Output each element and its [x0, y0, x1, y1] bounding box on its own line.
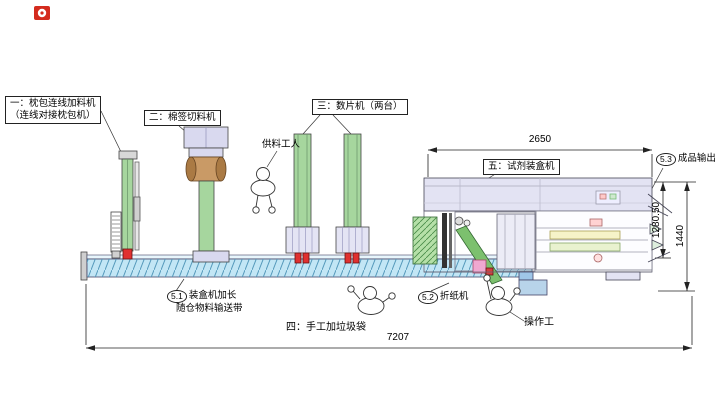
label-swab-cutter: 二：棉签切料机	[144, 110, 221, 126]
label-extension-conveyor: 5.1 装盒机加长 随仓物料输送带	[167, 290, 243, 315]
dimension-text-7207: 7207	[386, 332, 410, 343]
dimension-2650	[427, 147, 653, 177]
label-manual-bagging: 四：手工加垃圾袋	[286, 322, 366, 333]
sheet-counter-2	[335, 133, 370, 264]
sheet-counter-1	[285, 133, 320, 264]
label-extension-row1: 5.1 装盒机加长	[167, 290, 243, 303]
dimension-7207	[85, 284, 693, 351]
label-folder-number: 5.2	[418, 291, 438, 304]
dimension-1280	[654, 181, 696, 259]
label-feeder-machine: 一：枕包连线加料机 （连线对接枕包机）	[5, 96, 101, 124]
label-product-output: 5.3 成品输出	[656, 153, 716, 166]
dimension-1440	[658, 182, 695, 292]
label-feeder-line1: 一：枕包连线加料机	[10, 98, 96, 109]
label-sheet-counter: 三：数片机（两台）	[312, 99, 408, 115]
label-cartoning-machine: 五：试剂装盒机	[483, 159, 560, 175]
label-extension-text2: 随仓物料输送带	[176, 302, 243, 314]
label-operator: 操作工	[524, 317, 554, 328]
dimension-text-1280: 1280.50	[651, 201, 662, 239]
label-output-number: 5.3	[656, 153, 676, 166]
dimension-text-2650: 2650	[528, 134, 552, 145]
label-supply-worker: 供料工人	[262, 139, 301, 150]
label-extension-text1: 装盒机加长	[188, 290, 237, 302]
bagging-worker-figure	[347, 285, 396, 315]
label-paper-folder: 5.2 折纸机	[418, 291, 468, 304]
supply-worker-figure	[250, 167, 276, 214]
label-extension-number: 5.1	[167, 290, 187, 303]
brand-logo-icon	[34, 6, 50, 20]
feeder-machine	[110, 150, 141, 260]
label-folder-text: 折纸机	[439, 291, 469, 303]
label-feeder-line2: （连线对接枕包机）	[10, 110, 96, 121]
dimension-text-1440: 1440	[675, 224, 686, 248]
reagent-cartoning-machine	[412, 177, 673, 296]
operator-figure	[483, 274, 521, 316]
label-output-text: 成品输出	[677, 153, 716, 165]
swab-cutting-machine	[183, 126, 230, 263]
